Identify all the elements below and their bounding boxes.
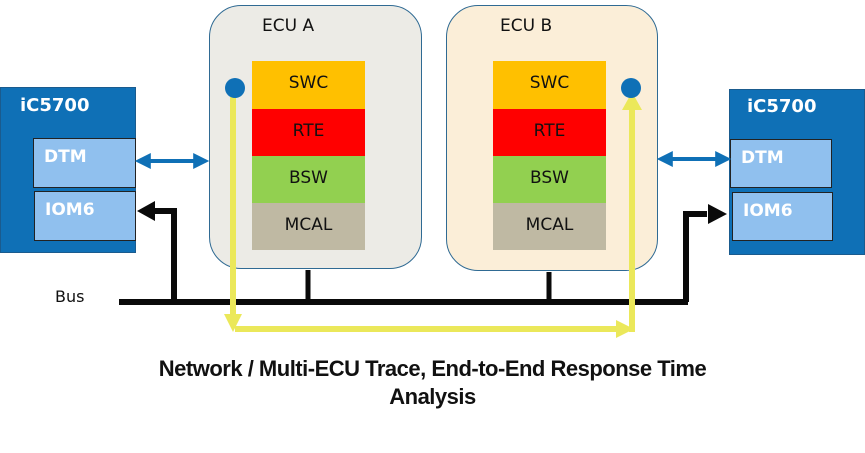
diagram-caption: Network / Multi-ECU Trace, End-to-End Re… bbox=[0, 355, 865, 411]
ecu-a-trace-point bbox=[225, 78, 245, 98]
ecu-b-bsw-layer: BSW bbox=[493, 156, 606, 203]
bus-label: Bus bbox=[55, 287, 85, 306]
ecu-b-rte-layer: RTE bbox=[493, 109, 606, 156]
left-ic5700-title: iC5700 bbox=[20, 95, 90, 116]
ecu-b-mcal-layer: MCAL bbox=[493, 203, 606, 250]
ecu-a-mcal-layer: MCAL bbox=[252, 203, 365, 250]
trace-path bbox=[224, 92, 642, 338]
caption-line-2: Analysis bbox=[389, 384, 476, 409]
ecu-a-box: ECU A SWC RTE BSW MCAL bbox=[209, 5, 422, 269]
right-iom6-module: IOM6 bbox=[732, 192, 833, 241]
ecu-a-title: ECU A bbox=[262, 16, 315, 36]
left-iom6-module: IOM6 bbox=[34, 191, 136, 241]
ecu-b-title: ECU B bbox=[500, 16, 553, 36]
ecu-a-layer-stack: SWC RTE BSW MCAL bbox=[252, 61, 365, 250]
left-dtm-module: DTM bbox=[33, 138, 136, 188]
bus-line bbox=[119, 201, 727, 305]
right-ic5700-title: iC5700 bbox=[747, 96, 817, 117]
right-dtm-module: DTM bbox=[730, 139, 832, 188]
ecu-b-swc-layer: SWC bbox=[493, 61, 606, 109]
caption-line-1: Network / Multi-ECU Trace, End-to-End Re… bbox=[158, 356, 707, 381]
right-iom6-arrowhead bbox=[708, 204, 727, 224]
right-ic5700-box: iC5700 DTM IOM6 bbox=[729, 89, 865, 255]
ecu-a-bsw-layer: BSW bbox=[252, 156, 365, 203]
left-ic5700-box: iC5700 DTM IOM6 bbox=[0, 87, 136, 253]
ecu-b-trace-point bbox=[621, 78, 641, 98]
ecu-b-box: ECU B SWC RTE BSW MCAL bbox=[446, 5, 658, 271]
ecu-a-rte-layer: RTE bbox=[252, 109, 365, 156]
ecu-a-swc-layer: SWC bbox=[252, 61, 365, 109]
left-iom6-arrowhead bbox=[137, 201, 155, 221]
ecu-b-layer-stack: SWC RTE BSW MCAL bbox=[493, 61, 606, 250]
